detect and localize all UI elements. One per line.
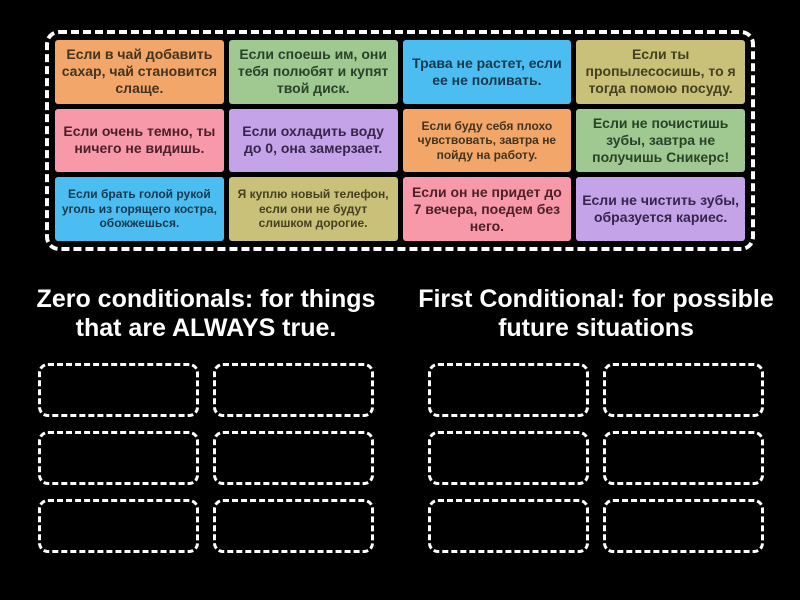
word-card[interactable]: Трава не растет, если ее не поливать. (402, 40, 572, 104)
category-first-conditional: First Conditional: for possible future s… (418, 285, 774, 553)
word-card[interactable]: Если не почистишь зубы, завтра не получи… (576, 108, 745, 173)
word-card[interactable]: Если охладить воду до 0, она замерзает. (228, 108, 398, 173)
drop-slot[interactable] (213, 499, 374, 553)
word-card[interactable]: Если буду себя плохо чувствовать, завтра… (402, 108, 572, 173)
drop-slot[interactable] (38, 363, 199, 417)
category-zero-drop-area (38, 363, 374, 553)
category-zero-conditionals: Zero conditionals: for things that are A… (28, 285, 384, 553)
category-first-drop-area (428, 363, 764, 553)
drop-slot[interactable] (428, 499, 589, 553)
drop-slot[interactable] (38, 431, 199, 485)
drop-slot[interactable] (213, 431, 374, 485)
drop-slot[interactable] (428, 363, 589, 417)
word-card[interactable]: Если он не придет до 7 вечера, поедем бе… (402, 177, 572, 241)
drop-slot[interactable] (603, 499, 764, 553)
category-title-first-conditional: First Conditional: for possible future s… (418, 285, 774, 342)
word-card[interactable]: Если брать голой рукой уголь из горящего… (55, 177, 224, 241)
drop-slot[interactable] (603, 363, 764, 417)
card-pool: Если в чай добавить сахар, чай становитс… (45, 30, 755, 251)
drop-slot[interactable] (38, 499, 199, 553)
drop-slot[interactable] (603, 431, 764, 485)
word-card[interactable]: Если не чистить зубы, образуется кариес. (576, 177, 745, 241)
word-card[interactable]: Если ты пропылесосишь, то я тогда помою … (576, 40, 745, 104)
word-card[interactable]: Если споешь им, они тебя полюбят и купят… (228, 40, 398, 104)
drop-slot[interactable] (213, 363, 374, 417)
word-card[interactable]: Если очень темно, ты ничего не видишь. (55, 108, 224, 173)
word-card[interactable]: Если в чай добавить сахар, чай становитс… (55, 40, 224, 104)
drop-slot[interactable] (428, 431, 589, 485)
word-card[interactable]: Я куплю новый телефон, если они не будут… (228, 177, 398, 241)
category-title-zero-conditionals: Zero conditionals: for things that are A… (36, 285, 376, 342)
